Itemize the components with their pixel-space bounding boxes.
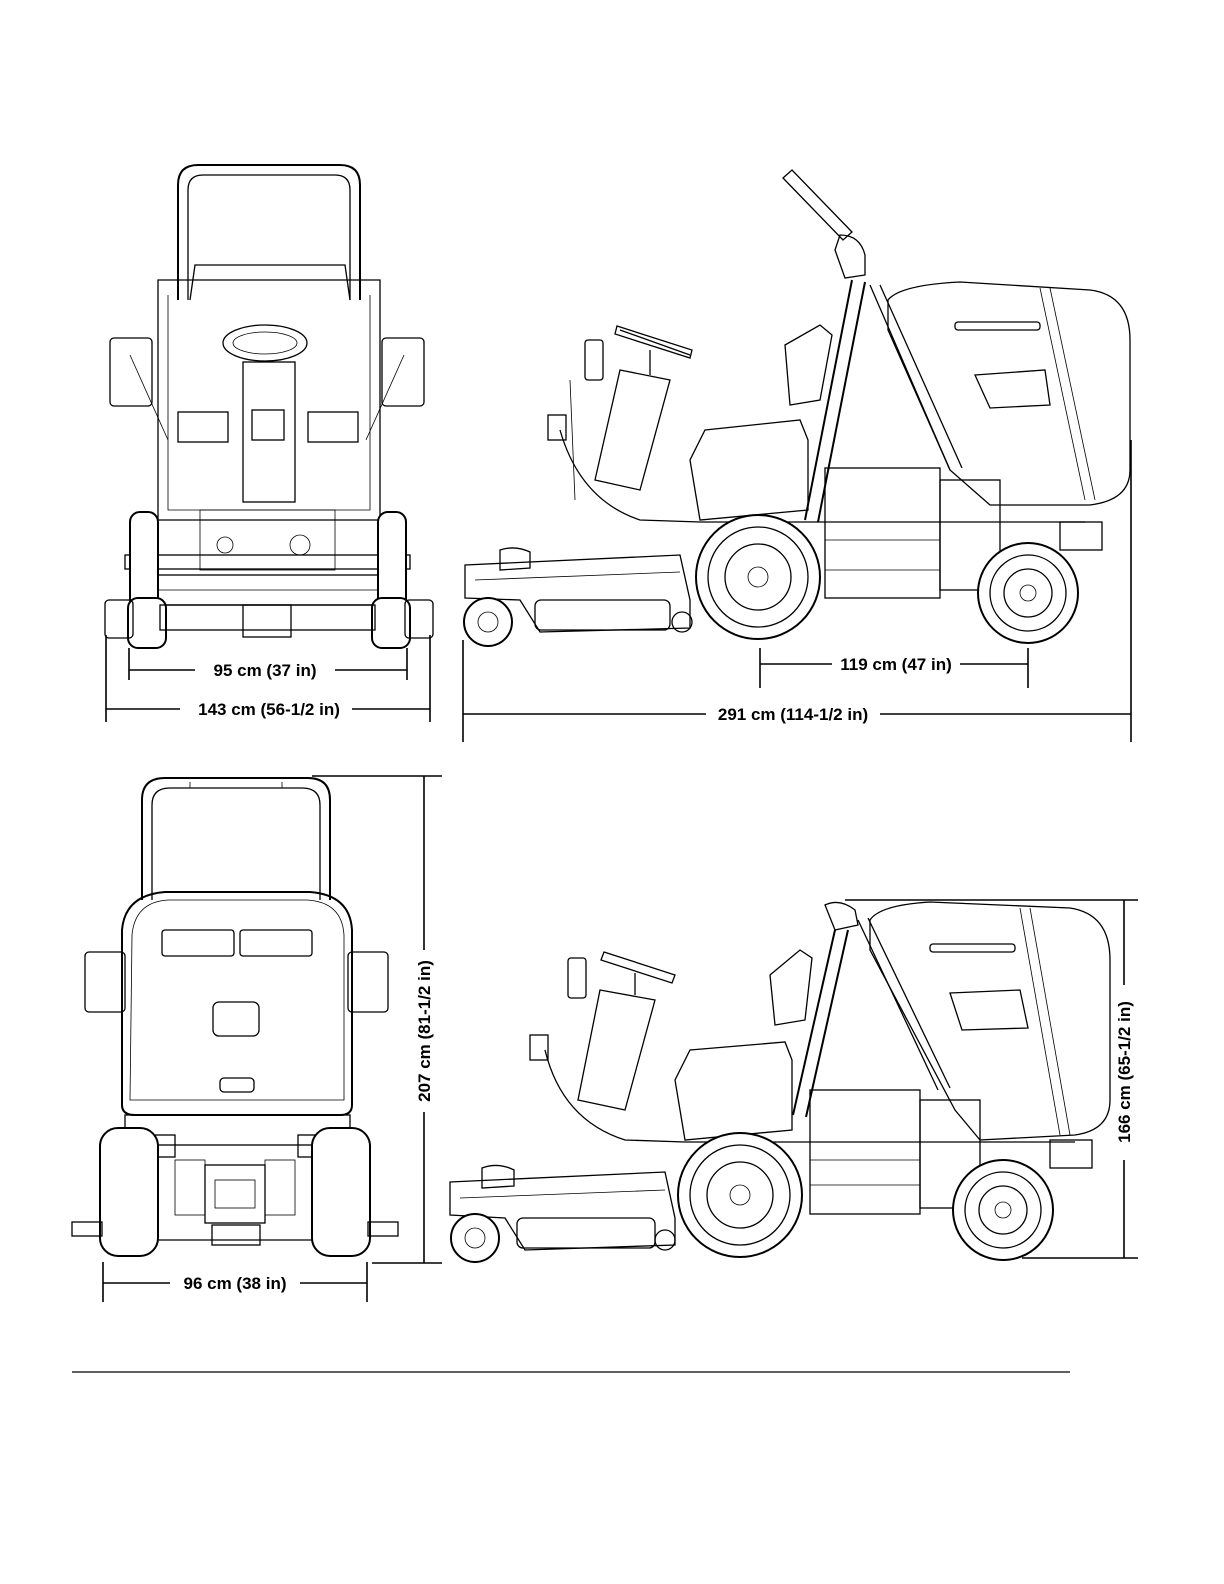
- height-raised-label: 207 cm (81-1/2 in): [415, 960, 434, 1102]
- overall-length-label: 291 cm (114-1/2 in): [718, 705, 868, 724]
- rear-width-label: 96 cm (38 in): [184, 1274, 287, 1293]
- side-view-raised: [464, 170, 1130, 646]
- rear-view: [72, 778, 398, 1256]
- height-lowered-label: 166 cm (65-1/2 in): [1115, 1001, 1134, 1143]
- front-overall-width-label: 143 cm (56-1/2 in): [198, 700, 340, 719]
- front-view: [105, 165, 433, 648]
- side-view-lowered: [450, 902, 1110, 1262]
- wheelbase-label: 119 cm (47 in): [840, 655, 952, 674]
- front-track-label: 95 cm (37 in): [214, 661, 317, 680]
